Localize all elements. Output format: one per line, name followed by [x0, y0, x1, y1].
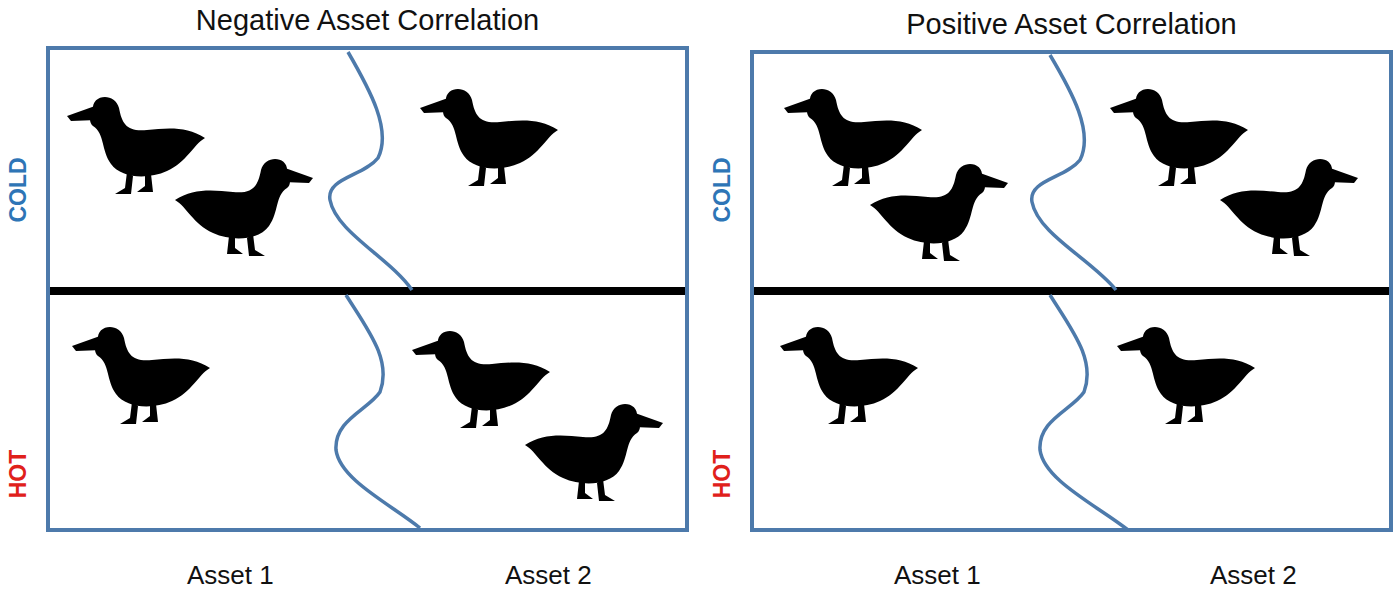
asset-label: Asset 2 — [1210, 560, 1297, 591]
temperature-label: COLD — [5, 157, 32, 222]
temperature-label: HOT — [709, 450, 736, 499]
temperature-label: COLD — [709, 157, 736, 222]
asset-label: Asset 2 — [505, 560, 592, 591]
asset-label: Asset 1 — [894, 560, 981, 591]
panel-box: Negative Asset Correlation — [46, 46, 689, 532]
panel-title: Positive Asset Correlation — [754, 8, 1389, 41]
temperature-label: HOT — [5, 450, 32, 499]
panel-box: Positive Asset Correlation — [750, 50, 1393, 532]
asset-label: Asset 1 — [187, 560, 274, 591]
panel-title: Negative Asset Correlation — [50, 4, 685, 37]
